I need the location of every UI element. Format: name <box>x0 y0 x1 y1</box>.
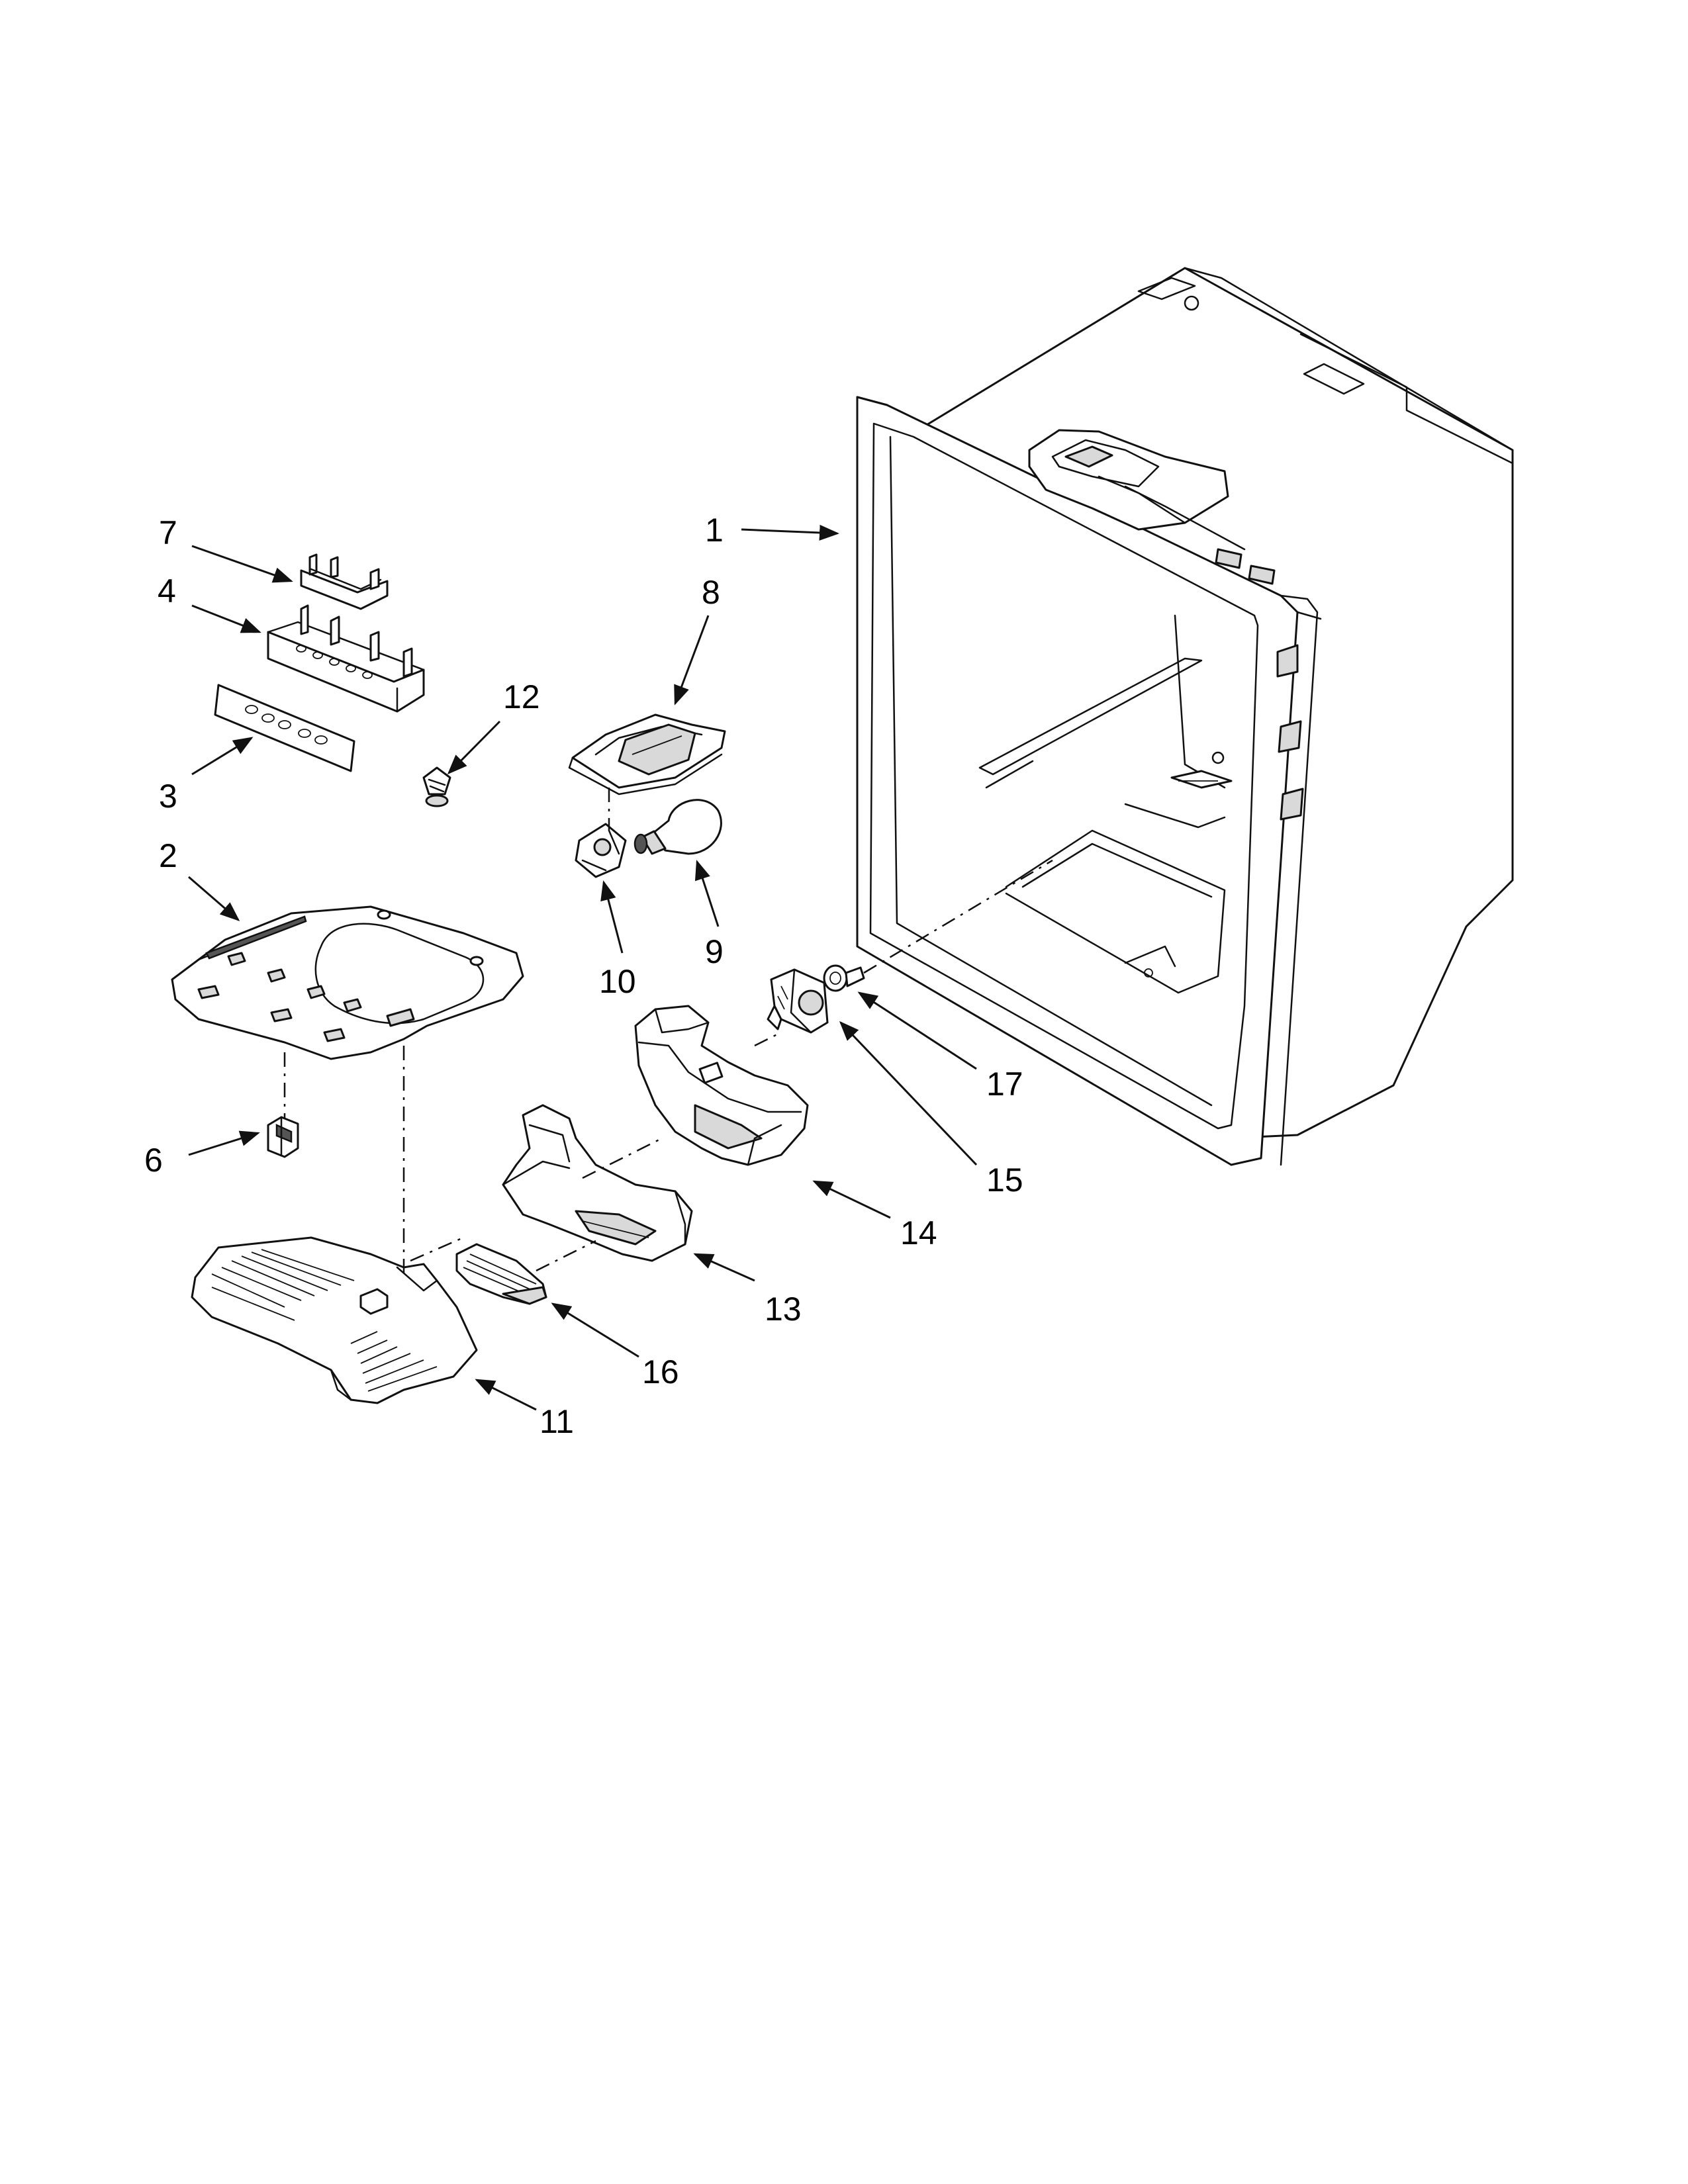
leader-3 <box>191 737 254 776</box>
duct-part-13 <box>502 1104 693 1262</box>
leader-1 <box>741 524 839 541</box>
callout-16: 16 <box>642 1353 679 1390</box>
grille-part-11 <box>191 1236 478 1404</box>
liner-part-1 <box>856 267 1514 1166</box>
callout-13: 13 <box>765 1291 802 1328</box>
callout-4: 4 <box>158 572 176 610</box>
callout-8: 8 <box>702 574 720 611</box>
callout-11: 11 <box>539 1403 574 1440</box>
callout-17: 17 <box>986 1066 1023 1103</box>
leader-2 <box>188 876 240 921</box>
callout-1: 1 <box>705 512 724 549</box>
callout-15: 15 <box>986 1161 1023 1199</box>
control-housing-part-4 <box>267 604 425 713</box>
leader-7 <box>191 545 293 583</box>
leader-6 <box>188 1130 260 1156</box>
screw-part-12 <box>422 766 451 807</box>
callout-7: 7 <box>159 514 177 551</box>
callout-3: 3 <box>159 778 177 815</box>
light-shield-part-8 <box>568 713 726 796</box>
callout-2: 2 <box>159 837 177 874</box>
leader-17 <box>857 991 977 1070</box>
callout-12: 12 <box>503 678 540 715</box>
callout-9: 9 <box>705 933 724 970</box>
switch-part-6 <box>267 1116 299 1158</box>
assembly-lines <box>283 788 1053 1277</box>
callout-6: 6 <box>144 1142 163 1179</box>
diffuser-part-14 <box>634 1005 809 1166</box>
bracket-part-7 <box>300 553 389 610</box>
leader-9 <box>694 860 720 927</box>
socket-part-10 <box>575 823 627 878</box>
deflector-part-16 <box>455 1243 547 1305</box>
leader-lines <box>188 524 978 1411</box>
leader-4 <box>191 604 261 633</box>
control-cover-part-2 <box>171 905 524 1060</box>
leader-14 <box>812 1180 891 1219</box>
leader-13 <box>693 1253 755 1282</box>
leader-15 <box>839 1021 978 1166</box>
leader-12 <box>447 720 501 775</box>
damper-part-15 <box>767 968 829 1034</box>
leader-16 <box>551 1302 639 1358</box>
light-bulb-part-9 <box>633 799 722 855</box>
callout-14: 14 <box>900 1214 937 1251</box>
leader-11 <box>475 1379 537 1411</box>
overlay-panel-part-3 <box>214 684 355 772</box>
callout-labels: 1 2 3 4 6 7 8 9 10 11 12 13 14 15 16 17 <box>144 512 1023 1440</box>
leader-10 <box>600 880 624 954</box>
callout-10: 10 <box>599 963 636 1000</box>
plug-part-17 <box>823 964 865 992</box>
leader-8 <box>674 615 710 705</box>
